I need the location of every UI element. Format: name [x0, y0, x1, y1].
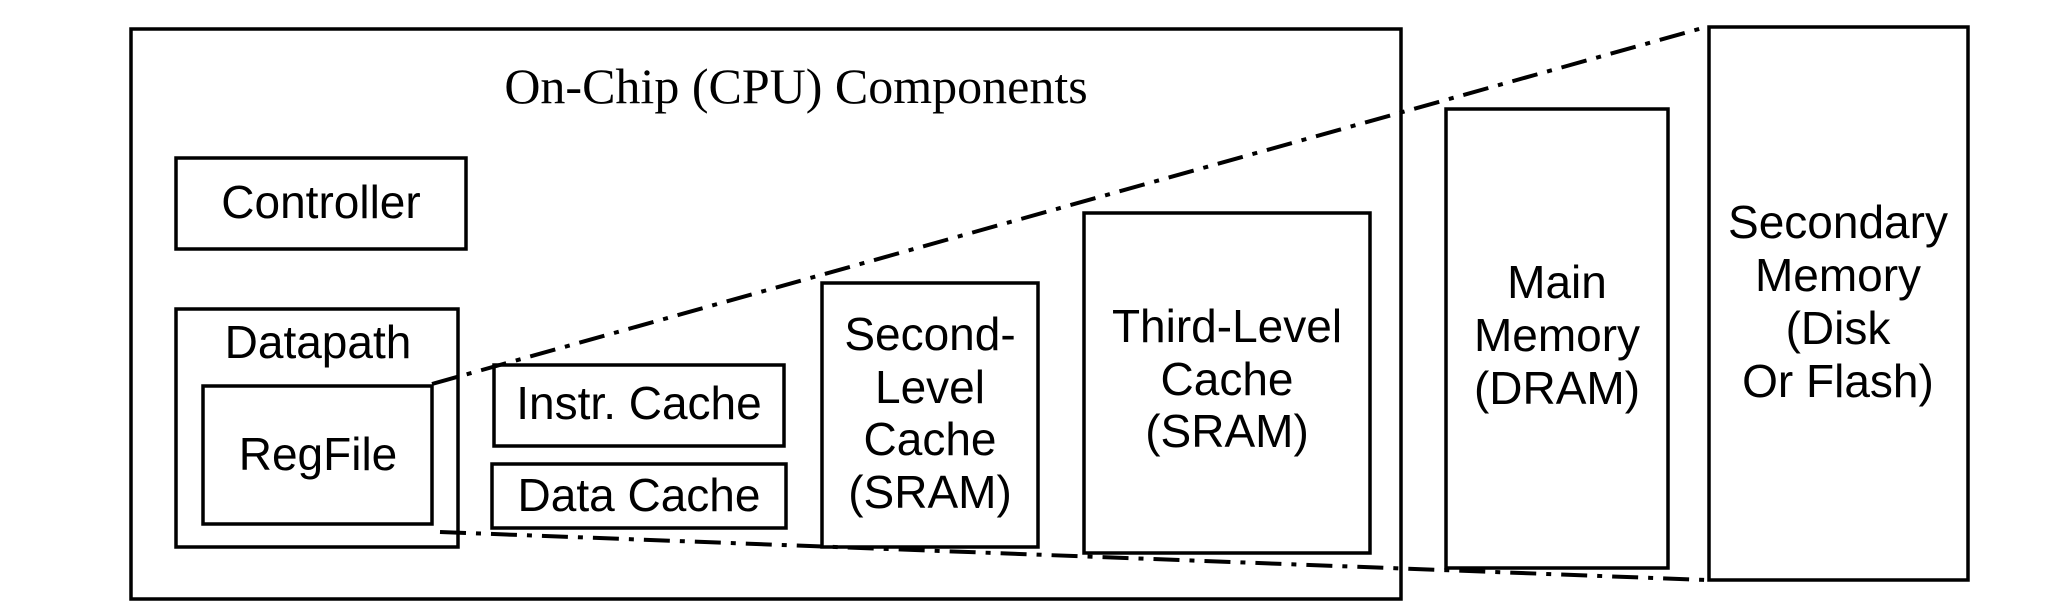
- main-memory-block: Main Memory (DRAM): [1444, 107, 1670, 570]
- data-cache-block: Data Cache: [490, 462, 788, 530]
- data-cache-box: [490, 462, 788, 530]
- main-memory-line2: Memory: [1474, 309, 1640, 361]
- on-chip-group: On-Chip (CPU) Components: [129, 27, 1403, 601]
- controller-label: Controller: [221, 176, 420, 228]
- main-memory-line1: Main: [1507, 256, 1607, 308]
- datapath-box: [174, 307, 460, 549]
- datapath-label: Datapath: [225, 316, 412, 368]
- l3-cache-line1: Third-Level: [1112, 300, 1342, 352]
- l3-cache-line2: Cache: [1161, 353, 1294, 405]
- instr-cache-label: Instr. Cache: [516, 377, 761, 429]
- secondary-memory-line4: Or Flash): [1742, 355, 1934, 407]
- l2-cache-block: Second- Level Cache (SRAM): [820, 281, 1040, 549]
- controller-box: [174, 156, 468, 251]
- l2-cache-line4: (SRAM): [848, 466, 1012, 518]
- l3-cache-line3: (SRAM): [1145, 405, 1309, 457]
- regfile-label: RegFile: [239, 428, 398, 480]
- main-memory-box: [1444, 107, 1670, 570]
- on-chip-box: [129, 27, 1403, 601]
- secondary-memory-box: [1707, 25, 1970, 582]
- l3-cache-block: Third-Level Cache (SRAM): [1082, 211, 1372, 555]
- secondary-memory-line3: (Disk: [1786, 302, 1892, 354]
- l2-cache-line3: Cache: [864, 413, 997, 465]
- main-memory-line3: (DRAM): [1474, 362, 1640, 414]
- instr-cache-block: Instr. Cache: [492, 363, 786, 448]
- controller-block: Controller: [174, 156, 468, 251]
- data-cache-label: Data Cache: [518, 469, 761, 521]
- secondary-memory-block: Secondary Memory (Disk Or Flash): [1707, 25, 1970, 582]
- instr-cache-box: [492, 363, 786, 448]
- l2-cache-line1: Second-: [844, 308, 1015, 360]
- on-chip-title: On-Chip (CPU) Components: [504, 58, 1087, 114]
- hierarchy-bottom-line: [439, 530, 1707, 582]
- secondary-memory-line2: Memory: [1755, 249, 1921, 301]
- l2-cache-box: [820, 281, 1040, 549]
- secondary-memory-line1: Secondary: [1728, 196, 1948, 248]
- l3-cache-box: [1082, 211, 1372, 555]
- datapath-block: Datapath RegFile: [174, 307, 460, 549]
- l2-cache-line2: Level: [875, 361, 985, 413]
- regfile-box: [201, 384, 434, 526]
- hierarchy-top-line: [431, 25, 1707, 386]
